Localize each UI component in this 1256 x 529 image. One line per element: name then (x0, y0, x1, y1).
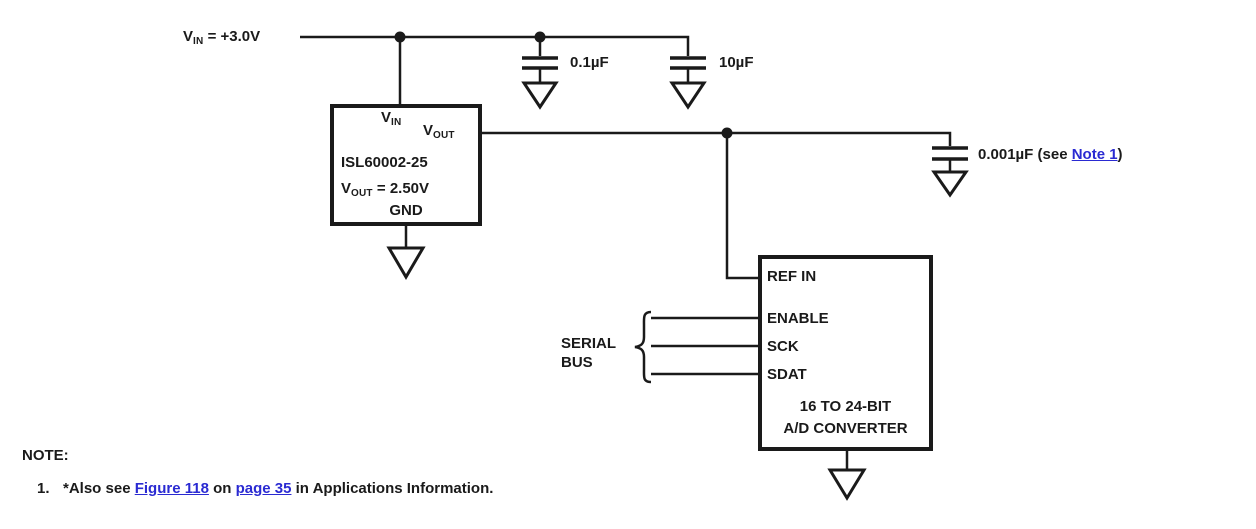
adc-pin-refin: REF IN (767, 268, 817, 285)
serial-bus-brace-icon (634, 310, 652, 384)
regulator-output-spec-value: = 2.50V (372, 180, 430, 197)
regulator-pin-vout-sub: OUT (433, 130, 455, 141)
note-heading: NOTE: (22, 447, 69, 464)
note-item-1: 1. *Also see Figure 118 on page 35 in App… (37, 480, 493, 497)
note-text-pre: *Also see (63, 480, 135, 497)
adc-name: 16 TO 24-BIT A/D CONVERTER (760, 396, 931, 440)
note-text-mid: on (208, 480, 236, 497)
adc-pin-enable: ENABLE (767, 310, 829, 327)
capacitor-c3-icon (932, 146, 968, 161)
ground-symbol-regulator-icon (386, 246, 426, 280)
capacitor-c2-label: 10µF (719, 54, 754, 71)
serial-bus-label: SERIAL BUS (561, 334, 616, 372)
ground-symbol-c2-icon (669, 81, 707, 110)
capacitor-c3-close-paren: ) (1117, 146, 1123, 163)
capacitor-c3-value: 0.001µF (see (978, 146, 1072, 163)
regulator-pin-gnd: GND (389, 202, 423, 219)
ground-symbol-c1-icon (521, 81, 559, 110)
wire-refin-drop (725, 133, 760, 280)
note-text-post: in Applications Information. (291, 480, 494, 497)
wire-vout-rail (480, 131, 952, 146)
adc-name-line1: 16 TO 24-BIT (799, 398, 892, 415)
page-35-link[interactable]: page 35 (235, 480, 292, 497)
regulator-pin-vin: VIN (381, 109, 401, 129)
supply-voltage-label: VIN = +3.0V (183, 28, 260, 48)
regulator-output-spec: VOUT = 2.50V (341, 180, 429, 200)
regulator-box (330, 104, 482, 226)
junction-dot (721, 127, 733, 139)
supply-voltage-sub: IN (193, 36, 204, 47)
regulator-output-spec-base: V (341, 180, 352, 197)
capacitor-c1-icon (522, 56, 558, 70)
regulator-pin-vin-base: V (381, 109, 392, 126)
capacitor-c2-icon (670, 56, 706, 70)
figure-118-link[interactable]: Figure 118 (134, 480, 209, 497)
ground-symbol-c3-icon (931, 170, 969, 198)
ground-symbol-adc-icon (827, 468, 867, 501)
supply-voltage-base: V (183, 28, 194, 45)
regulator-part-number: ISL60002-25 (341, 154, 428, 171)
regulator-pin-vout-base: V (423, 122, 434, 139)
adc-pin-sdat: SDAT (767, 366, 807, 383)
adc-pin-sck: SCK (767, 338, 799, 355)
adc-name-line2: A/D CONVERTER (783, 420, 908, 437)
supply-voltage-value: = +3.0V (203, 28, 261, 45)
junction-dot (394, 31, 406, 43)
note-item-number: 1. (37, 480, 50, 497)
capacitor-c3-label: 0.001µF (see Note 1) (978, 146, 1123, 163)
adc-box (758, 255, 933, 451)
regulator-pin-vin-sub: IN (391, 117, 402, 128)
serial-bus-line1: SERIAL (561, 335, 617, 352)
regulator-pin-vout: VOUT (423, 122, 455, 142)
capacitor-c1-label: 0.1µF (570, 54, 609, 71)
wire-supply-rail (300, 35, 690, 56)
regulator-output-spec-sub: OUT (351, 188, 373, 199)
note-1-link[interactable]: Note 1 (1071, 146, 1118, 163)
junction-dot (534, 31, 546, 43)
serial-bus-line2: BUS (561, 354, 593, 371)
